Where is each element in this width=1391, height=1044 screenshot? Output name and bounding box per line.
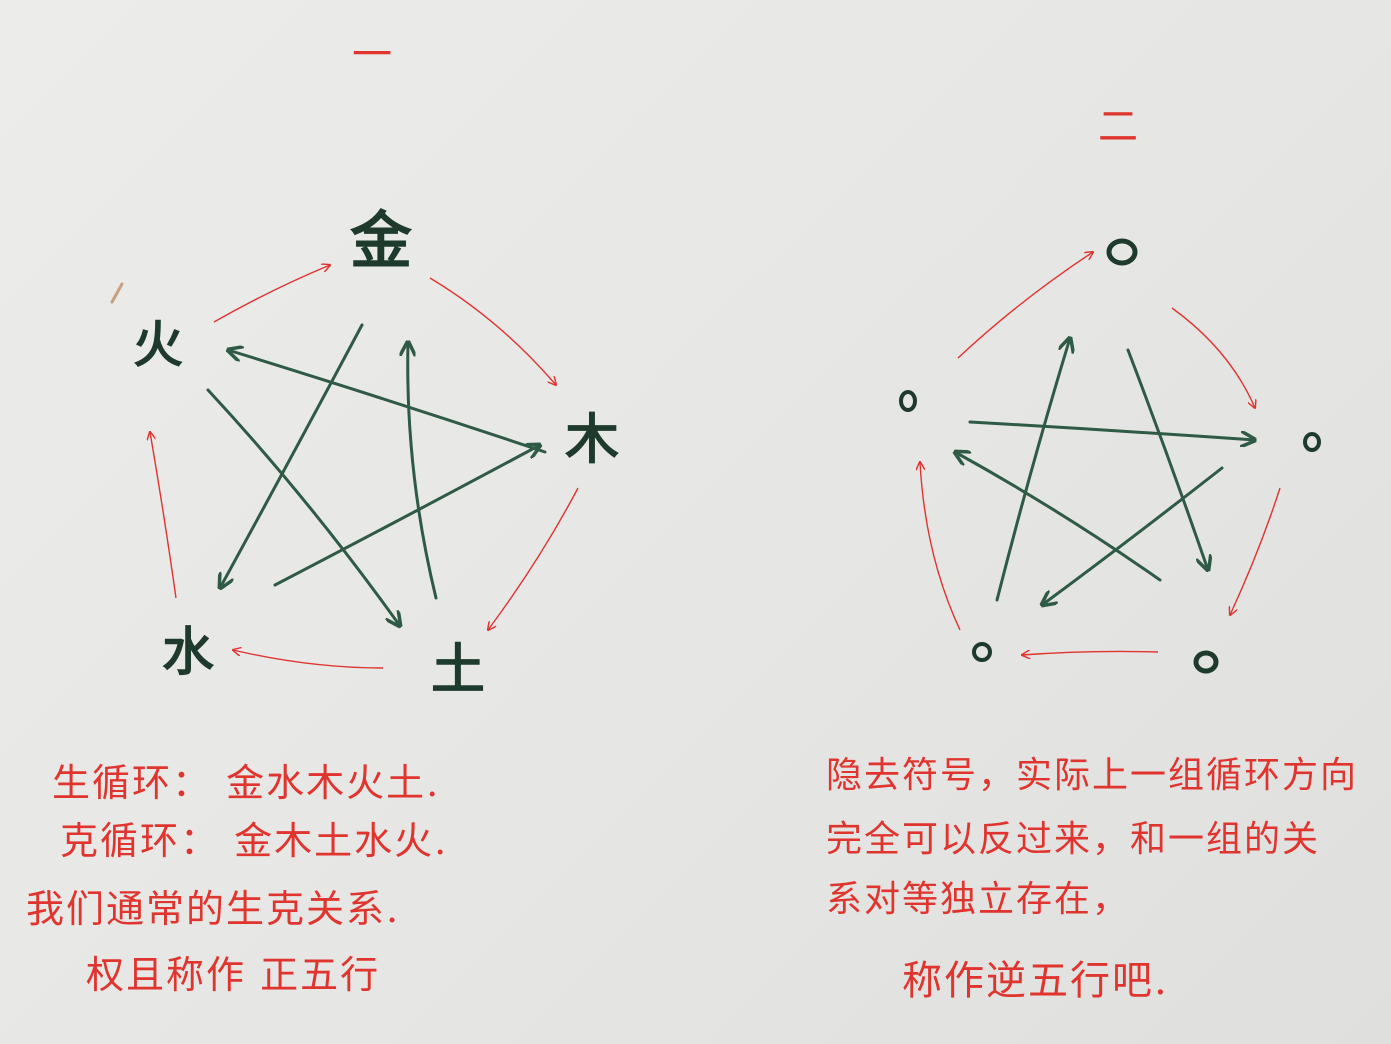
diagram-1-note-3: 我们通常的生克关系.	[26, 887, 401, 931]
node-circle-left	[899, 390, 917, 412]
node-earth: 土	[431, 637, 485, 701]
arrow-earth-to-metal	[408, 342, 438, 600]
node-circle-top	[1106, 238, 1138, 266]
node-wood: 木	[565, 407, 619, 471]
arrow-wood-to-earth	[488, 487, 579, 630]
diagram-2-note-3: 系对等独立存在，	[826, 879, 1131, 920]
diagram-1-note-4: 权且称作 正五行	[86, 953, 381, 997]
arrow-bottom-left-to-top	[995, 338, 1070, 602]
arrow-left-to-top	[957, 252, 1093, 359]
node-circle-bottom-right	[1193, 650, 1219, 674]
diagram-2-note-2: 完全可以反过来，和一组的关	[826, 819, 1321, 860]
diagram-2-note-4: 称作逆五行吧.	[902, 958, 1169, 1004]
diagram-2-ke-arrows	[955, 338, 1255, 605]
diagram-1-note-2: 克循环： 金木土水火.	[60, 819, 449, 863]
arrow-metal-to-wood	[429, 277, 556, 385]
arrow-metal-to-water	[220, 323, 364, 588]
node-circle-bottom-left	[972, 642, 992, 662]
arrow-right-to-bottom-right	[1230, 487, 1281, 615]
diagram-2-note-1: 隐去符号，实际上一组循环方向	[826, 755, 1359, 796]
diagram-1-note-1: 生循环： 金水木火土.	[52, 761, 441, 805]
node-metal: 金	[349, 204, 413, 277]
diagram-1-ke-arrows	[206, 323, 547, 626]
arrow-top-to-right	[1171, 307, 1255, 408]
diagram-1: 金 木 土 水 火	[133, 204, 619, 701]
arrow-top-to-bottom-right	[1126, 348, 1208, 570]
arrow-bottom-right-to-bottom-left	[1022, 651, 1159, 655]
node-circle-right	[1303, 432, 1321, 452]
node-water: 水	[162, 622, 215, 683]
diagram-2	[899, 238, 1321, 674]
diagram-2-heading: 二	[1098, 104, 1138, 150]
arrow-right-to-bottom-left	[1042, 466, 1224, 605]
arrow-left-to-right	[968, 420, 1255, 440]
diagram-2-sheng-arrows	[920, 252, 1281, 655]
arrow-fire-to-metal	[213, 265, 330, 323]
stray-mark	[110, 282, 124, 304]
arrow-earth-to-water	[233, 650, 384, 669]
arrow-fire-to-earth	[206, 388, 400, 626]
arrow-wood-to-fire	[228, 350, 547, 454]
diagram-1-heading: 一	[352, 32, 392, 78]
arrow-bottom-left-to-left	[920, 462, 961, 631]
diagram-1-sheng-arrows	[150, 265, 579, 669]
node-fire: 火	[133, 315, 183, 374]
arrow-water-to-wood	[273, 445, 540, 587]
arrow-water-to-fire	[150, 432, 177, 599]
arrow-bottom-right-to-left	[955, 452, 1162, 582]
